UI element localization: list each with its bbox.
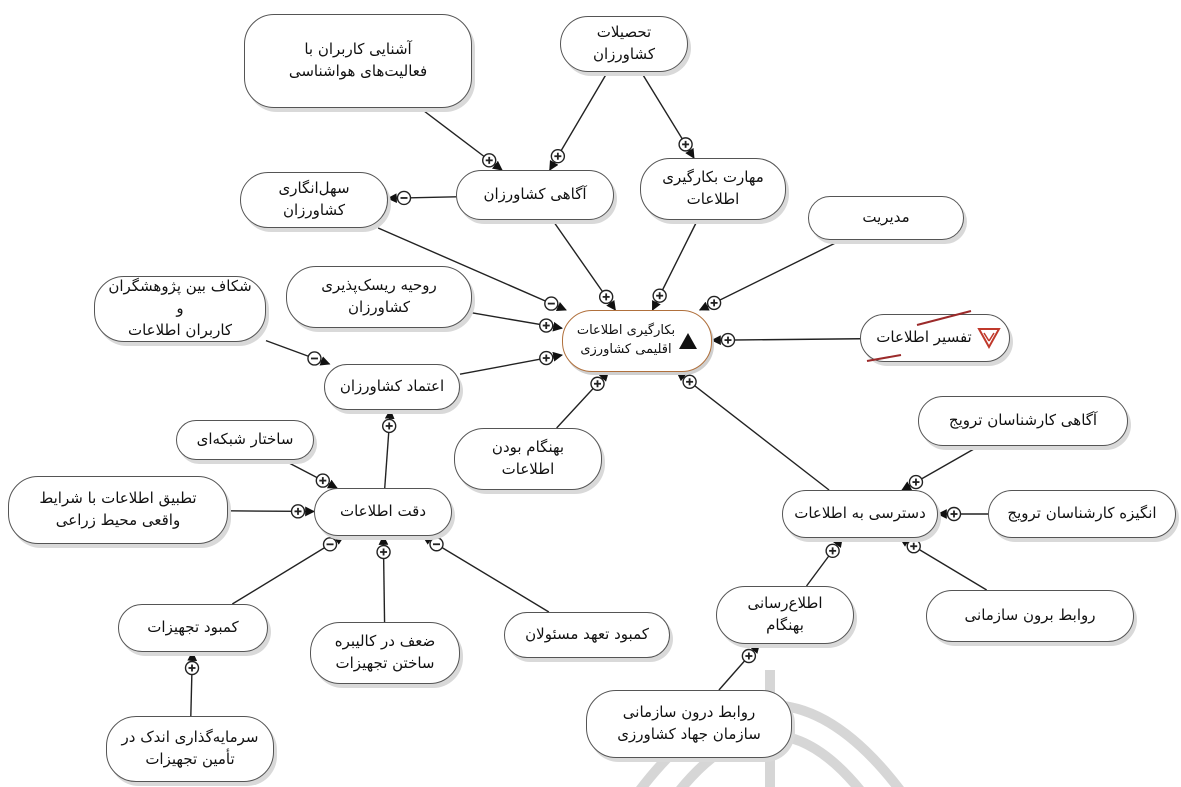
polarity-plus-icon — [825, 543, 840, 559]
polarity-plus-icon — [906, 539, 921, 554]
polarity-plus-icon — [550, 149, 566, 164]
node-info-skill[interactable]: مهارت بکارگیری اطلاعات — [640, 158, 786, 220]
polarity-plus-icon — [482, 153, 497, 168]
node-farmer-awareness[interactable]: آگاهی کشاورزان — [456, 170, 614, 220]
polarity-plus-icon — [678, 137, 693, 152]
node-internal-relations[interactable]: روابط درون سازمانی سازمان جهاد کشاورزی — [586, 690, 792, 758]
link-lack_commitment-to-info_accuracy — [421, 535, 550, 613]
polarity-plus-icon — [652, 288, 667, 303]
node-lack-commitment[interactable]: کمبود تعهد مسئولان — [504, 612, 670, 658]
node-external-relations[interactable]: روابط برون سازمانی — [926, 590, 1134, 642]
polarity-plus-icon — [706, 295, 722, 311]
node-network-structure[interactable]: ساختار شبکه‌ای — [176, 420, 314, 460]
polarity-plus-icon — [184, 660, 200, 676]
node-gap[interactable]: شکاف بین پژوهشگران و کاربران اطلاعات — [94, 276, 266, 342]
polarity-plus-icon — [539, 318, 554, 333]
node-farmer-trust[interactable]: اعتماد کشاورزان — [324, 364, 460, 410]
node-info-access[interactable]: دسترسی به اطلاعات — [782, 490, 938, 538]
polarity-plus-icon — [539, 350, 554, 366]
node-low-investment[interactable]: سرمایه‌گذاری اندک در تأمین تجهیزات — [106, 716, 274, 782]
polarity-minus-icon — [322, 537, 338, 552]
polarity-plus-icon — [290, 504, 306, 519]
polarity-plus-icon — [315, 473, 331, 488]
link-carelessness-to-central — [377, 227, 567, 311]
polarity-minus-icon — [429, 537, 444, 552]
node-weather-familiarity[interactable]: آشنایی کاربران با فعالیت‌های هواشناسی — [244, 14, 472, 108]
polarity-plus-icon — [376, 544, 391, 560]
node-info-accuracy[interactable]: دقت اطلاعات — [314, 488, 452, 536]
node-carelessness[interactable]: سهل‌انگاری کشاورزان — [240, 172, 388, 228]
interpretation-highlight-icon — [866, 310, 1001, 362]
polarity-plus-icon — [590, 376, 605, 391]
polarity-plus-icon — [908, 474, 924, 490]
node-management[interactable]: مدیریت — [808, 196, 964, 240]
node-timeliness[interactable]: بهنگام بودن اطلاعات — [454, 428, 602, 490]
polarity-minus-icon — [544, 296, 559, 311]
polarity-plus-icon — [381, 418, 397, 434]
node-extension-motivation[interactable]: انگیزه کارشناسان ترویج — [988, 490, 1176, 538]
polarity-plus-icon — [598, 289, 614, 305]
node-timely-dissemination[interactable]: اطلاع‌رسانی بهنگام — [716, 586, 854, 644]
link-info_access-to-central — [676, 371, 830, 491]
polarity-plus-icon — [720, 332, 736, 348]
node-weak-calibration[interactable]: ضعف در کالیبره ساختن تجهیزات — [310, 622, 460, 684]
node-education[interactable]: تحصیلات کشاورزان — [560, 16, 688, 72]
polarity-plus-icon — [946, 506, 962, 522]
node-risk-taking[interactable]: روحیه ریسک‌پذیری کشاورزان — [286, 266, 472, 328]
node-central-climate-info-use[interactable]: بکارگیری اطلاعات اقلیمی کشاورزی — [562, 310, 712, 372]
node-extension-awareness[interactable]: آگاهی کارشناسان ترویج — [918, 396, 1128, 446]
node-lack-equipment[interactable]: کمبود تجهیزات — [118, 604, 268, 652]
polarity-minus-icon — [307, 351, 322, 366]
central-marker-icon — [679, 333, 698, 349]
link-interpretation-to-central — [711, 335, 861, 346]
node-info-fit[interactable]: تطبیق اطلاعات با شرایط واقعی محیط زراعی — [8, 476, 228, 544]
node-interpretation[interactable]: تفسیر اطلاعات — [860, 310, 1010, 362]
polarity-plus-icon — [741, 648, 757, 664]
polarity-minus-icon — [396, 190, 412, 206]
polarity-plus-icon — [682, 374, 697, 390]
link-management-to-central — [698, 239, 842, 311]
